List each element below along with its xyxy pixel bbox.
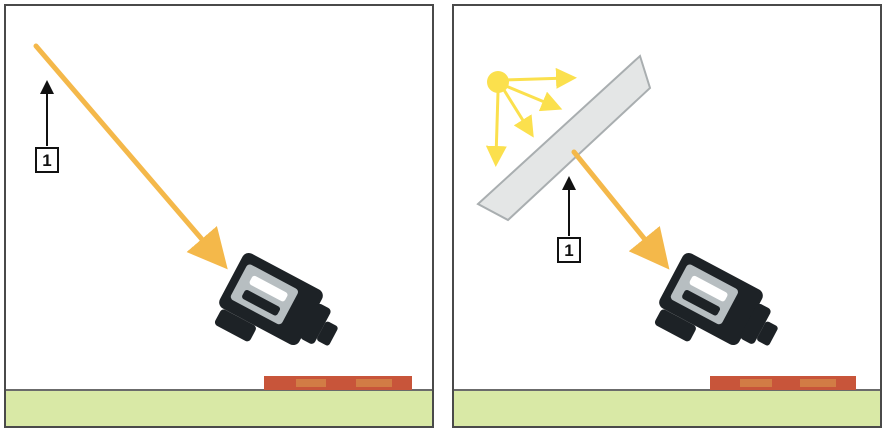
reflected-ray bbox=[571, 149, 670, 270]
callout-arrow-head bbox=[40, 80, 54, 94]
thermal-camera bbox=[654, 252, 778, 346]
callout-box: 1 bbox=[35, 147, 59, 173]
target-object bbox=[710, 376, 856, 390]
panel-direct-ray: 1 bbox=[4, 4, 434, 428]
ground bbox=[6, 390, 432, 426]
callout-label: 1 bbox=[42, 151, 51, 170]
callout-arrow-head bbox=[562, 176, 576, 190]
callout-box: 1 bbox=[557, 237, 581, 263]
callout-label: 1 bbox=[564, 241, 573, 260]
reflective-surface bbox=[476, 54, 652, 222]
reflected-ray-diagram: 1 bbox=[454, 54, 880, 426]
target-object bbox=[264, 376, 412, 390]
ground bbox=[454, 390, 880, 426]
sun-icon bbox=[485, 67, 577, 167]
direct-ray-diagram: 1 bbox=[6, 43, 432, 426]
incident-ray bbox=[33, 43, 228, 270]
thermal-camera bbox=[214, 252, 338, 346]
panel-reflected-ray: 1 bbox=[452, 4, 882, 428]
